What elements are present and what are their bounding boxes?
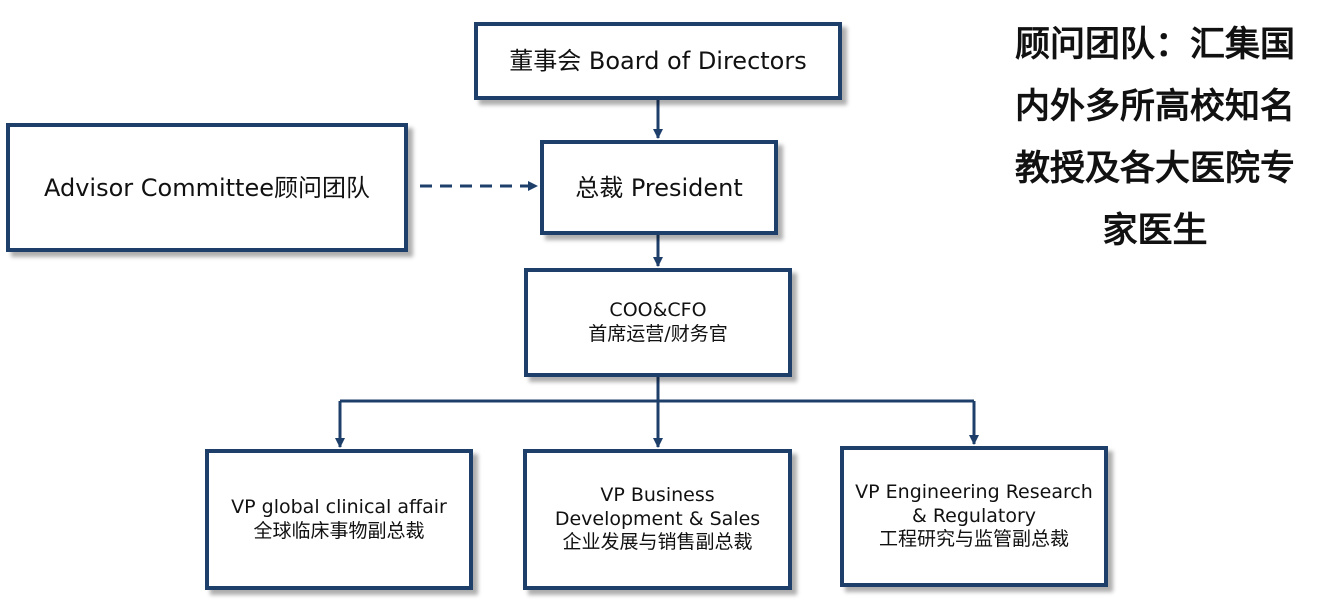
node-label-line-2: 全球临床事物副总裁 [253,519,425,542]
node-vp-clinical: VP global clinical affair 全球临床事物副总裁 [205,449,473,590]
node-label-line-3: 工程研究与监管副总裁 [878,528,1069,551]
note-line-2: 内外多所高校知名 [1014,87,1295,127]
node-label-line-3: 企业发展与销售副总裁 [562,531,753,554]
node-label-line-2: Development & Sales [554,507,761,530]
note-line-1: 顾问团队：汇集国 [1014,25,1295,65]
node-label: 董事会 Board of Directors [509,47,807,75]
node-vp-engineering: VP Engineering Research & Regulatory 工程研… [840,446,1108,587]
node-label: 总裁 President [575,173,743,202]
node-label-line-2: & Regulatory [911,504,1037,527]
node-advisor-committee: Advisor Committee顾问团队 [6,123,408,252]
node-label-line-1: VP Business [600,483,715,506]
node-label-line-2: 首席运营/财务官 [588,322,728,345]
node-coo-cfo: COO&CFO 首席运营/财务官 [524,268,792,377]
node-label: Advisor Committee顾问团队 [43,173,370,202]
node-label-line-1: COO&CFO [609,298,707,321]
note-line-4: 家医生 [1102,211,1208,251]
node-vp-business: VP Business Development & Sales 企业发展与销售副… [523,449,792,590]
node-label-line-1: VP global clinical affair [231,495,447,518]
node-president: 总裁 President [540,140,778,235]
note-line-3: 教授及各大医院专 [1014,149,1295,189]
node-label-line-1: VP Engineering Research [855,480,1093,503]
node-board-of-directors: 董事会 Board of Directors [474,22,842,100]
advisor-team-note: 顾问团队：汇集国 内外多所高校知名 教授及各大医院专 家医生 [990,14,1320,262]
